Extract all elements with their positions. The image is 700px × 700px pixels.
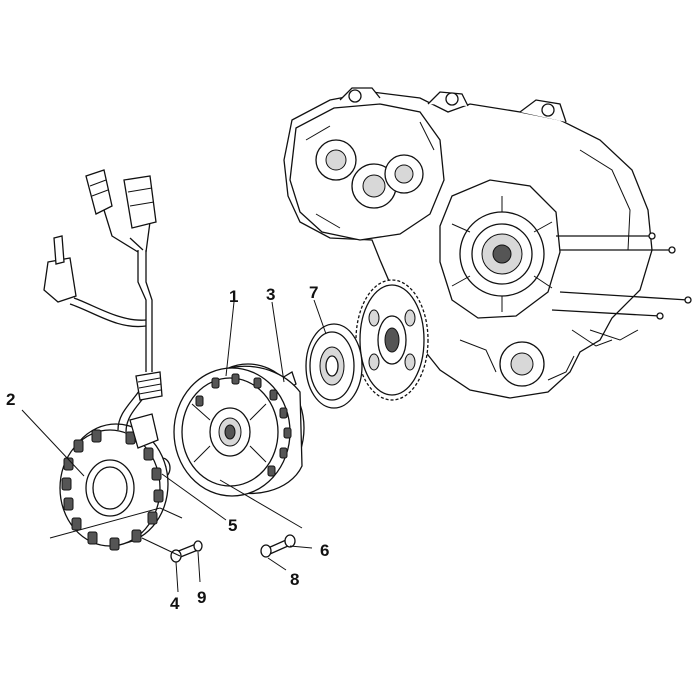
pickup-screw bbox=[260, 534, 296, 558]
flywheel-rotor bbox=[173, 363, 305, 497]
callout-7: 7 bbox=[309, 283, 319, 302]
callout-3: 3 bbox=[266, 285, 276, 304]
callout-1: 1 bbox=[229, 287, 239, 306]
starter-ring-gear bbox=[355, 279, 429, 401]
callout-2: 2 bbox=[6, 390, 16, 409]
callout-4: 4 bbox=[170, 594, 180, 613]
callout-5: 5 bbox=[228, 516, 238, 535]
leader-lines bbox=[21, 299, 327, 593]
freewheel bbox=[305, 323, 363, 409]
engine-crankcase bbox=[283, 87, 692, 399]
callout-9: 9 bbox=[197, 588, 207, 607]
callout-8: 8 bbox=[290, 570, 300, 589]
stator-screw bbox=[170, 540, 203, 563]
stator-assembly bbox=[43, 169, 169, 551]
callout-6: 6 bbox=[320, 541, 330, 560]
